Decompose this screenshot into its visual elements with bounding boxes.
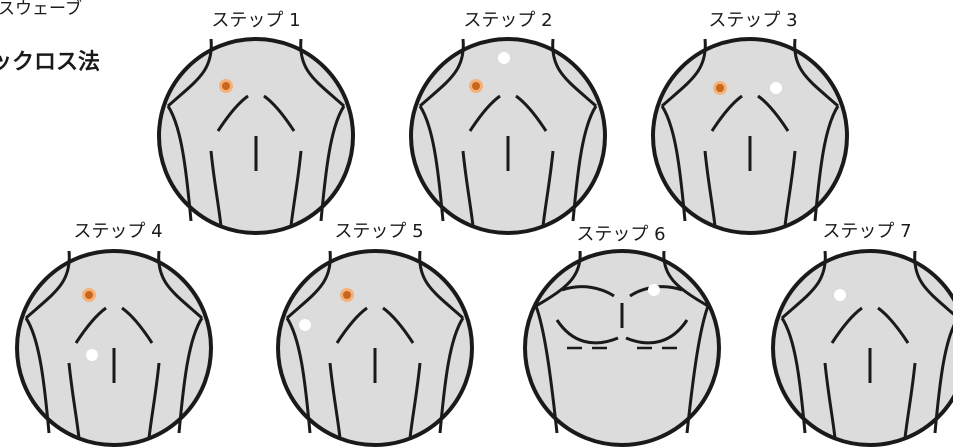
step-3-label: ステップ 3 — [708, 10, 798, 31]
orange-marker — [340, 288, 354, 302]
back-figure — [771, 249, 953, 447]
step-5-figure — [275, 248, 475, 448]
step-2-figure — [408, 36, 608, 236]
header-cut-text: スウェーブ — [0, 0, 82, 19]
back-figure — [15, 249, 213, 447]
method-heading: ックロス法 — [0, 50, 101, 75]
step-3-figure — [650, 36, 850, 236]
orange-marker — [219, 79, 233, 93]
step-4-label: ステップ 4 — [73, 221, 163, 242]
back-figure — [157, 37, 355, 235]
back-figure — [651, 37, 849, 235]
step-1-figure — [156, 36, 356, 236]
back-figure — [276, 249, 474, 447]
step-4-figure — [14, 248, 214, 448]
step-1-label: ステップ 1 — [211, 10, 301, 31]
white-marker — [299, 319, 311, 331]
orange-marker — [469, 79, 483, 93]
step-7-label: ステップ 7 — [822, 221, 912, 242]
step-6-label: ステップ 6 — [576, 224, 666, 245]
step-5-label: ステップ 5 — [334, 221, 424, 242]
orange-marker — [713, 81, 727, 95]
white-marker — [770, 82, 782, 94]
white-marker — [86, 349, 98, 361]
step-7-figure — [770, 248, 953, 448]
white-marker — [648, 284, 660, 296]
step-6-figure — [522, 248, 722, 448]
white-marker — [498, 52, 510, 64]
orange-marker — [82, 288, 96, 302]
white-marker — [834, 289, 846, 301]
step-2-label: ステップ 2 — [463, 10, 553, 31]
front-figure — [523, 249, 721, 447]
back-figure — [409, 37, 607, 235]
